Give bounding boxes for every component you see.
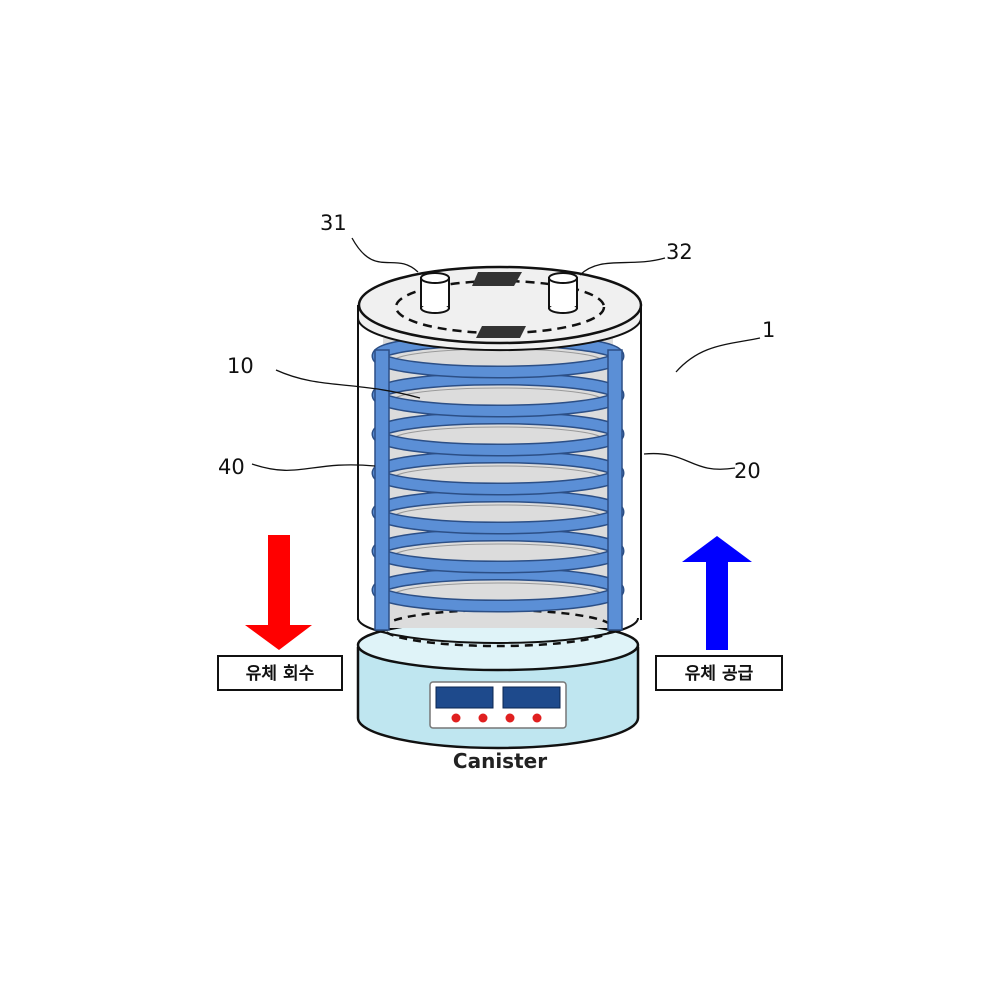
ref-label-1: 1 (762, 318, 775, 342)
lid-clamp-front (476, 326, 526, 338)
coil-pipe-right (608, 350, 622, 630)
indicator-light (452, 714, 461, 723)
leader-32 (580, 258, 665, 275)
fluid-recovery: 유체 회수 (218, 535, 342, 690)
recovery-arrow (245, 535, 312, 650)
display-screen-left (436, 687, 493, 708)
port-31 (421, 273, 449, 313)
ref-label-20: 20 (734, 459, 761, 483)
recovery-label: 유체 회수 (246, 664, 315, 684)
port-31-top (421, 273, 449, 283)
port-32 (549, 273, 577, 313)
indicator-light (479, 714, 488, 723)
canister-base (358, 620, 638, 748)
canister-lid (358, 267, 641, 350)
lid-clamp-back (472, 272, 522, 286)
ref-label-10: 10 (227, 354, 254, 378)
leader-40 (252, 464, 375, 470)
ref-label-31: 31 (320, 211, 347, 235)
indicator-light (533, 714, 542, 723)
fluid-supply: 유체 공급 (656, 536, 782, 690)
ref-label-40: 40 (218, 455, 245, 479)
display-screen-right (503, 687, 560, 708)
supply-label: 유체 공급 (685, 664, 754, 684)
indicator-light (506, 714, 515, 723)
leader-31 (352, 238, 418, 272)
ref-label-32: 32 (666, 240, 693, 264)
coil-pipe-left (375, 350, 389, 630)
leader-20 (644, 454, 735, 470)
leader-1 (676, 338, 760, 372)
port-32-top (549, 273, 577, 283)
supply-arrow (682, 536, 752, 650)
canister-caption: Canister (453, 749, 547, 773)
